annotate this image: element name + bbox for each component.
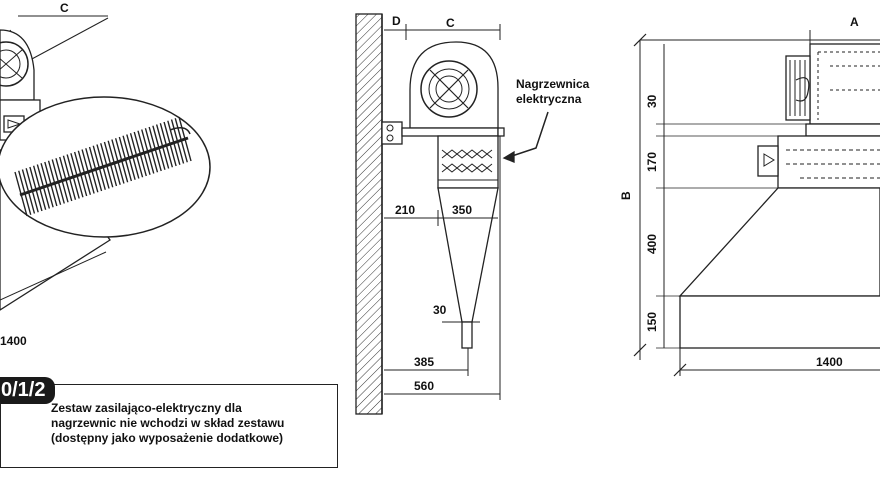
heater-housing-right	[777, 135, 880, 189]
dim-line-1400-left	[0, 251, 107, 301]
heater-label-line2: elektryczna	[516, 92, 582, 106]
dim-30-right: 30	[645, 94, 659, 108]
note-line-2: nagrzewnic nie wchodzi w skład zestawu	[51, 416, 285, 430]
dim-b-right: B	[619, 191, 633, 200]
dim-350-middle: 350	[452, 203, 472, 217]
dim-385-middle: 385	[414, 355, 434, 369]
note-line-1: Zestaw zasilająco-elektryczny dla	[51, 401, 242, 415]
heater-rod	[19, 136, 189, 197]
dim-c-left: C	[60, 1, 69, 15]
dim-1400-right: 1400	[816, 355, 843, 369]
dim-a-right: A	[850, 15, 859, 29]
dim-400-right: 400	[645, 234, 659, 254]
middle-side-view: D C 210 350 30	[355, 13, 549, 415]
fan-icon-middle	[420, 60, 478, 118]
dim-30-middle: 30	[433, 303, 447, 317]
fan-grille-right	[789, 60, 806, 116]
dim-d-middle: D	[392, 14, 401, 28]
dim-210-middle: 210	[395, 203, 415, 217]
dim-1400-left: 1400	[0, 334, 27, 348]
dim-150-right: 150	[645, 312, 659, 332]
heater-zoom-ellipse	[0, 96, 211, 238]
dim-extension-lines-right	[656, 123, 810, 349]
accessory-note-text: Zestaw zasilająco-elektryczny dla nagrze…	[51, 401, 336, 446]
heater-box-pattern	[441, 149, 493, 173]
hood-base-right	[679, 295, 880, 349]
heater-label-arrow	[511, 111, 549, 157]
fan-icon-left	[0, 41, 29, 87]
wall-hatch	[355, 13, 383, 415]
right-front-view: A	[633, 15, 880, 377]
fan-housing-middle	[409, 41, 499, 129]
note-line-3: (dostępny jako wyposażenie dodatkowe)	[51, 431, 284, 445]
fan-unit-right	[809, 43, 880, 125]
fan-housing-left	[0, 29, 35, 101]
variant-badge: 0/1/2	[0, 377, 56, 404]
hood-trapezoid-right	[678, 187, 880, 297]
dim-560-middle: 560	[414, 379, 434, 393]
dim-c-middle: C	[446, 16, 455, 30]
dim-170-right: 170	[645, 152, 659, 172]
accessory-note-box: 0/1/2 Zestaw zasilająco-elektryczny dla …	[0, 377, 338, 468]
heater-label-line1: Nagrzewnica	[516, 77, 590, 91]
